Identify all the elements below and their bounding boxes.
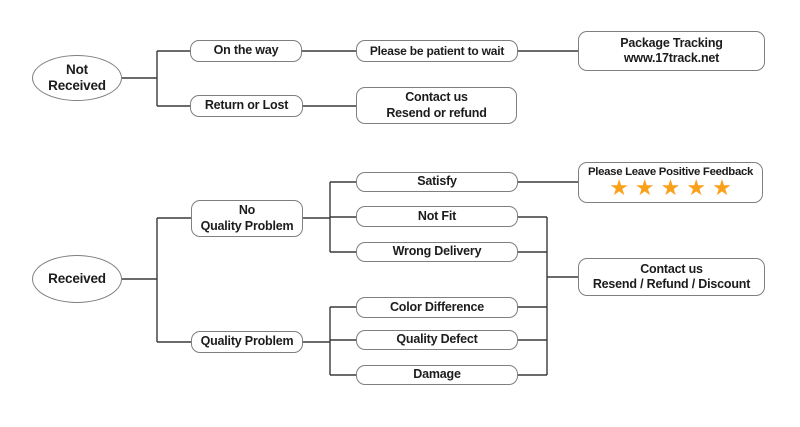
node-label: On the way: [213, 43, 279, 58]
node-label: Please be patient to wait: [369, 43, 505, 58]
node-label: Wrong Delivery: [392, 244, 482, 259]
node-label: Color Difference: [389, 299, 485, 314]
node-damage: Damage: [356, 365, 518, 385]
node-wrong-delivery: Wrong Delivery: [356, 242, 518, 262]
node-package-tracking: Package Tracking www.17track.net: [578, 31, 765, 71]
node-label: Not Fit: [417, 208, 457, 223]
node-label: Damage: [413, 367, 461, 382]
node-contact-resend-refund: Contact us Resend or refund: [356, 87, 517, 124]
node-contact-discount: Contact us Resend / Refund / Discount: [578, 258, 765, 296]
node-color-difference: Color Difference: [356, 297, 518, 318]
node-label: Quality Problem: [200, 218, 294, 233]
node-label: Resend or refund: [386, 105, 487, 120]
node-received: Received: [32, 255, 122, 303]
node-label: Contact us: [405, 90, 468, 105]
node-label: Not: [66, 61, 88, 77]
node-label: Contact us: [640, 261, 703, 276]
node-label: Received: [48, 78, 106, 93]
node-label: Return or Lost: [204, 98, 289, 113]
node-label: No: [238, 203, 256, 218]
node-label: Quality Defect: [396, 332, 478, 347]
node-on-the-way: On the way: [190, 40, 302, 62]
node-not-fit: Not Fit: [356, 206, 518, 227]
node-label: Satisfy: [417, 174, 457, 189]
tracking-url: www.17track.net: [623, 51, 720, 65]
node-quality-defect: Quality Defect: [356, 330, 518, 350]
node-be-patient: Please be patient to wait: [356, 40, 518, 62]
node-return-or-lost: Return or Lost: [190, 95, 303, 117]
node-satisfy: Satisfy: [356, 172, 518, 192]
node-no-quality-problem: No Quality Problem: [191, 200, 303, 237]
node-label: Resend / Refund / Discount: [592, 277, 751, 291]
node-not-received: Not Received: [32, 55, 122, 101]
node-positive-feedback: Please Leave Positive Feedback ★★★★★: [578, 162, 763, 203]
node-label: Received: [48, 270, 106, 286]
node-quality-problem: Quality Problem: [191, 331, 303, 353]
node-label: Package Tracking: [620, 35, 723, 50]
five-star-rating-icon: ★★★★★: [609, 176, 738, 202]
node-label: Quality Problem: [200, 334, 294, 349]
node-label: Please Leave Positive Feedback: [587, 165, 754, 178]
